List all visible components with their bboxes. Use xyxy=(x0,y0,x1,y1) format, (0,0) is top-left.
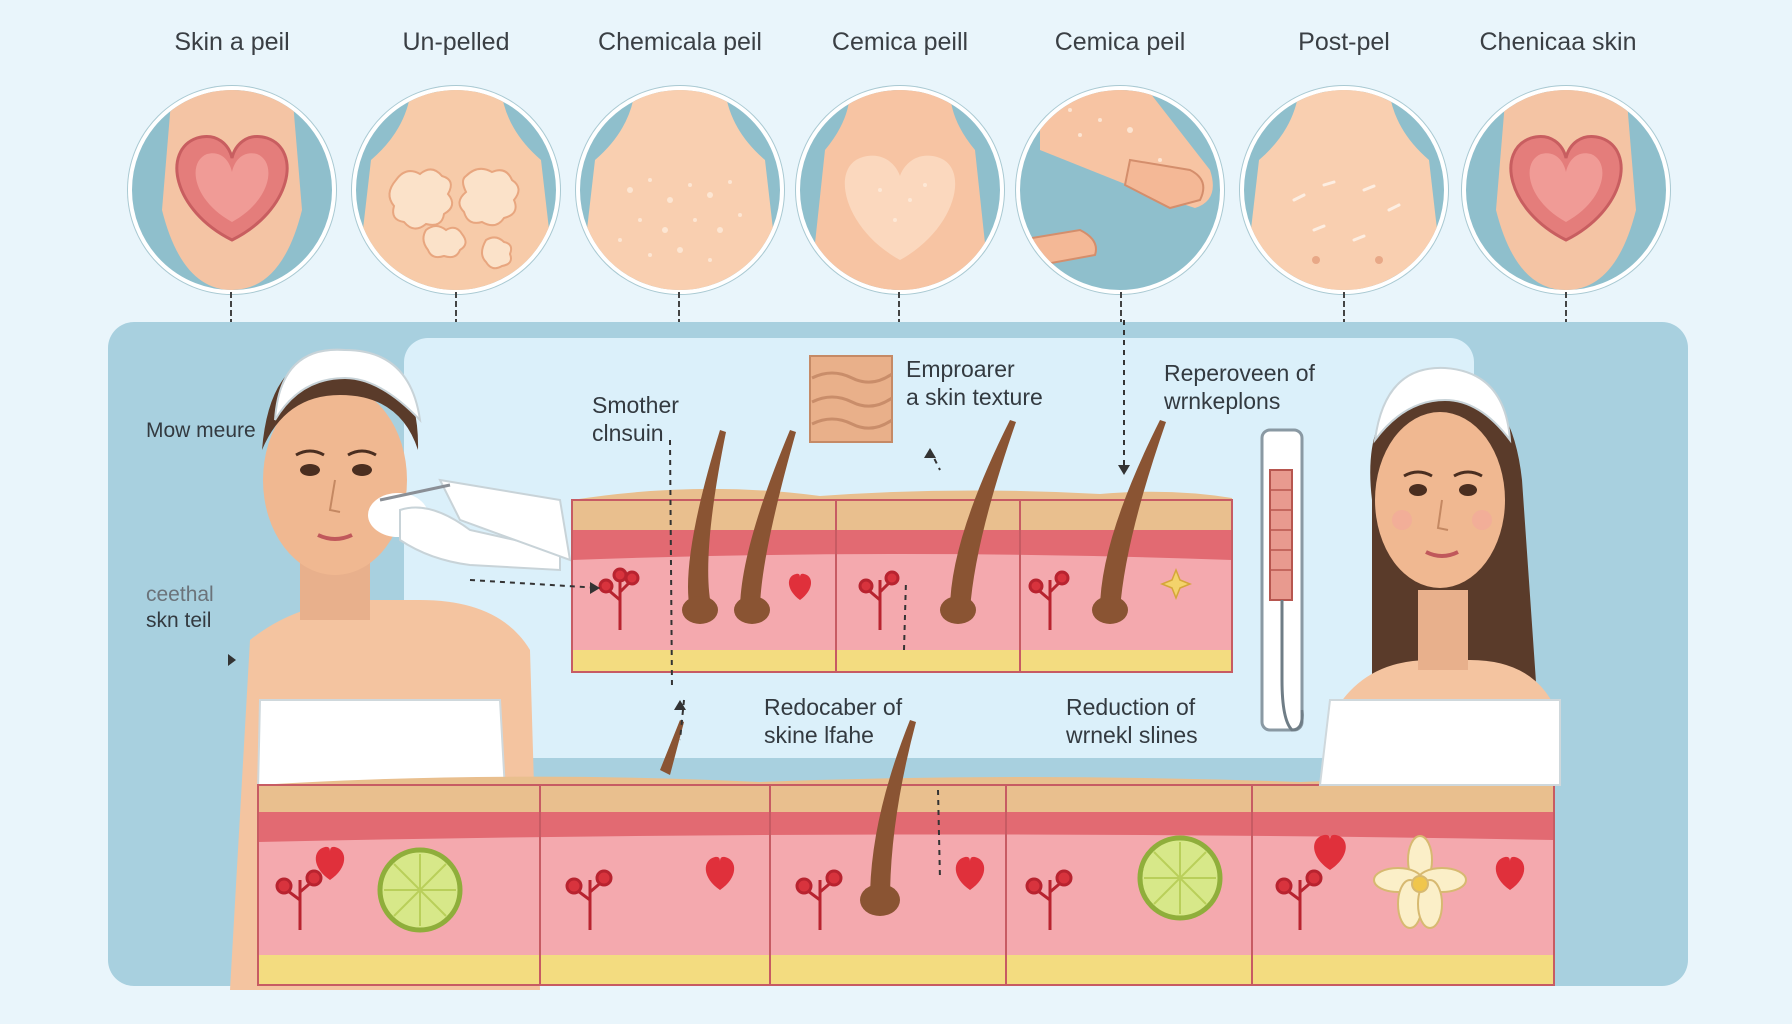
decorative-plants xyxy=(275,567,1323,930)
circle-label-6: Post-pel xyxy=(1298,28,1390,56)
connector-6 xyxy=(1343,292,1345,334)
circle-label-2: Un-pelled xyxy=(402,28,510,56)
annotation-smoother-1: Smother xyxy=(592,392,679,418)
rough-torso-icon xyxy=(356,90,556,290)
annotation-texture-2: a skin texture xyxy=(906,384,1043,410)
annotation-wrinkle-top-1: Reperoveen of xyxy=(1164,360,1315,386)
circle-skin-5 xyxy=(1016,86,1224,294)
flower-icon xyxy=(1373,835,1467,929)
circle-skin-6 xyxy=(1240,86,1448,294)
annotation-wrinkle-top-2: wrnkeplons xyxy=(1164,388,1281,414)
annotation-redoc-1: Redocaber of xyxy=(764,694,903,720)
annotation-left-bottom-1: ceethal xyxy=(146,583,214,606)
circle-label-1: Skin a peil xyxy=(174,28,290,56)
heart-skin-icon xyxy=(1496,90,1636,290)
circle-skin-1 xyxy=(128,86,336,294)
textured-torso-icon xyxy=(580,90,780,290)
annotation-redoc-2: skine lfahe xyxy=(764,722,874,748)
arrowheads xyxy=(228,448,1130,710)
circle-skin-2 xyxy=(352,86,560,294)
upper-skin-cross-section xyxy=(571,488,1233,673)
lower-skin-cross-section xyxy=(257,776,1555,986)
annotation-smoother-2: clnsuin xyxy=(592,420,664,446)
annotation-reduction-1: Reduction of xyxy=(1066,694,1196,720)
circle-skin-3 xyxy=(576,86,784,294)
smooth-heart-torso-icon xyxy=(810,90,990,290)
circle-label-3: Chemicala peil xyxy=(598,28,762,56)
circle-skin-4 xyxy=(796,86,1004,294)
hands-icon xyxy=(1020,90,1213,267)
circle-label-5: Cemica peil xyxy=(1054,28,1186,56)
annotation-reduction-2: wrnekl slines xyxy=(1066,722,1198,748)
connector-7 xyxy=(1565,292,1567,334)
injector-device xyxy=(1260,428,1304,732)
sparkle-icon xyxy=(1159,567,1193,601)
lime-slice-icon xyxy=(377,835,1223,933)
hair-follicles xyxy=(660,420,1166,916)
post-peel-torso-icon xyxy=(1244,90,1444,290)
decorative-hearts xyxy=(315,573,1525,890)
annotation-texture-1: Emproarer xyxy=(906,356,1015,382)
connector-2 xyxy=(455,292,457,334)
heart-skin-icon xyxy=(162,90,302,290)
annotation-left-top: Mow meure xyxy=(146,419,256,442)
connector-1 xyxy=(230,292,232,334)
annotation-left-bottom-2: skn teil xyxy=(146,609,212,632)
circle-label-4: Cemica peill xyxy=(831,28,969,56)
connector-3 xyxy=(678,292,680,334)
right-woman-figure xyxy=(1318,366,1561,786)
connector-5 xyxy=(1120,292,1122,334)
circle-label-7: Chenicaa skin xyxy=(1479,28,1637,56)
skin-texture-swatch xyxy=(809,355,893,443)
connector-4 xyxy=(898,292,900,334)
